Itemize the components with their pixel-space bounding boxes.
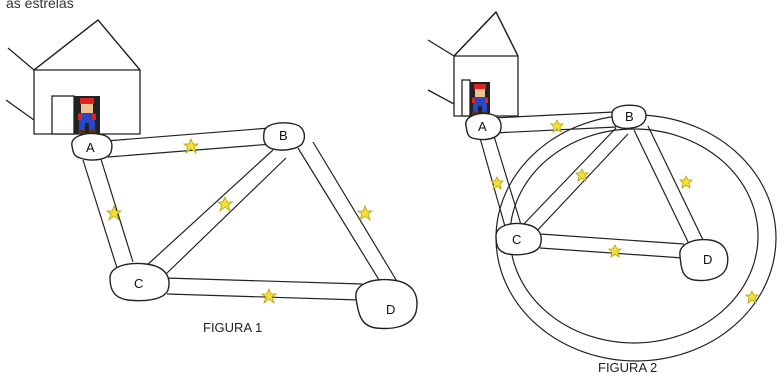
node-label-c: C — [134, 276, 143, 291]
figure-2-caption: FIGURA 2 — [598, 360, 657, 375]
star-icon — [216, 195, 234, 213]
node-d: D — [355, 278, 418, 330]
node-c: C — [109, 262, 170, 302]
star-icon — [105, 204, 123, 222]
node-label-c: C — [512, 232, 521, 247]
stone-icon — [355, 278, 418, 330]
node-label-a: A — [478, 119, 487, 134]
house-icon — [5, 19, 141, 135]
star-icon — [182, 137, 200, 155]
mario-icon — [74, 96, 100, 134]
path-b-c — [519, 127, 629, 235]
node-label-d: D — [386, 302, 395, 317]
node-a: A — [71, 132, 113, 161]
path-b-d — [297, 141, 399, 289]
star-icon — [550, 119, 564, 133]
node-d: D — [679, 238, 729, 282]
star-icon — [745, 290, 759, 304]
stone-icon — [495, 222, 542, 256]
figure-2: A B C D FIGURA 2 — [427, 10, 777, 375]
star-icon — [608, 244, 622, 258]
path-a-c — [82, 155, 134, 269]
stone-icon — [611, 104, 647, 130]
top-cut-text: as estrelas — [6, 0, 74, 11]
star-icon — [575, 168, 589, 182]
mario-icon — [470, 82, 490, 116]
stone-icon — [71, 132, 113, 161]
node-a: A — [465, 112, 502, 141]
stone-icon — [679, 238, 729, 282]
path-a-c — [479, 135, 523, 231]
star-icon — [260, 287, 278, 305]
path-b-d — [633, 125, 705, 247]
node-label-b: B — [625, 109, 634, 124]
node-label-b: B — [279, 128, 288, 143]
node-c: C — [495, 222, 542, 256]
star-icon — [356, 204, 374, 222]
figure-1: A B C D FIGURA 1 — [5, 19, 418, 335]
node-b: B — [262, 122, 306, 151]
path-c-d — [164, 277, 363, 301]
stone-icon — [109, 262, 170, 302]
path-b-c — [145, 149, 287, 275]
star-icon — [679, 175, 693, 189]
star-icon — [490, 176, 504, 190]
stone-icon — [465, 112, 502, 141]
node-label-a: A — [86, 140, 95, 155]
figure-1-caption: FIGURA 1 — [203, 320, 262, 335]
stone-icon — [262, 122, 306, 151]
node-label-d: D — [703, 252, 712, 267]
path-a-b — [105, 127, 273, 158]
node-b: B — [611, 104, 647, 130]
